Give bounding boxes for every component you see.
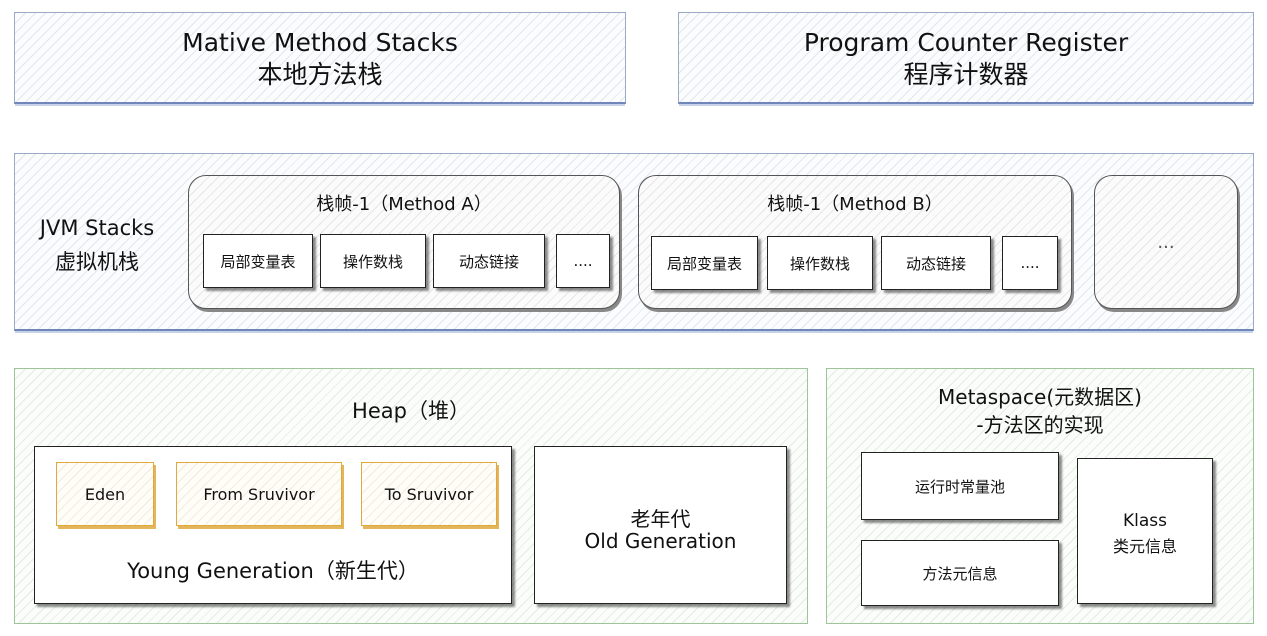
old-generation: 老年代 Old Generation (534, 446, 787, 604)
method-metadata: 方法元信息 (861, 540, 1059, 606)
native-method-stacks-region: Mative Method Stacks 本地方法栈 (14, 12, 626, 104)
old-generation-label-en: Old Generation (584, 529, 737, 553)
klass-label-line1: Klass (1122, 511, 1167, 531)
klass-metadata: Klass 类元信息 (1077, 458, 1213, 604)
runtime-constant-pool: 运行时常量池 (861, 452, 1059, 520)
frame-a-more: .... (556, 234, 610, 288)
klass-label-line2: 类元信息 (1112, 537, 1177, 556)
program-counter-register-region: Program Counter Register 程序计数器 (678, 12, 1254, 104)
frame-b-operand-stack: 操作数栈 (767, 236, 873, 290)
jvm-stacks-label-zh: 虚拟机栈 (55, 250, 139, 274)
stack-frame-a-title: 栈帧-1（Method A） (316, 194, 492, 215)
heap-title: Heap（堆） (352, 399, 470, 423)
native-stacks-title-zh: 本地方法栈 (257, 60, 383, 89)
frame-b-local-variable-table: 局部变量表 (651, 236, 758, 290)
pc-register-title-en: Program Counter Register (803, 28, 1129, 57)
native-stacks-title-en: Mative Method Stacks (182, 28, 458, 57)
frame-a-dynamic-linking: 动态链接 (433, 234, 545, 288)
young-generation-label: Young Generation（新生代） (127, 559, 419, 583)
to-survivor-space: To Sruvivor (361, 462, 497, 526)
metaspace-title-line1: Metaspace(元数据区) (938, 385, 1142, 409)
stack-frame-b-title: 栈帧-1（Method B） (767, 194, 943, 215)
more-stack-frames-label: ... (1157, 231, 1175, 253)
frame-a-local-variable-table: 局部变量表 (203, 234, 313, 288)
metaspace-title-line2: -方法区的实现 (976, 413, 1104, 437)
frame-b-more: .... (1002, 236, 1058, 290)
pc-register-title-zh: 程序计数器 (903, 60, 1029, 89)
jvm-stacks-label-en: JVM Stacks (39, 216, 155, 240)
frame-a-operand-stack: 操作数栈 (320, 234, 426, 288)
more-stack-frames: ... (1094, 175, 1238, 309)
old-generation-label-zh: 老年代 (630, 507, 691, 531)
eden-space: Eden (56, 462, 154, 526)
from-survivor-space: From Sruvivor (176, 462, 342, 526)
frame-b-dynamic-linking: 动态链接 (881, 236, 991, 290)
